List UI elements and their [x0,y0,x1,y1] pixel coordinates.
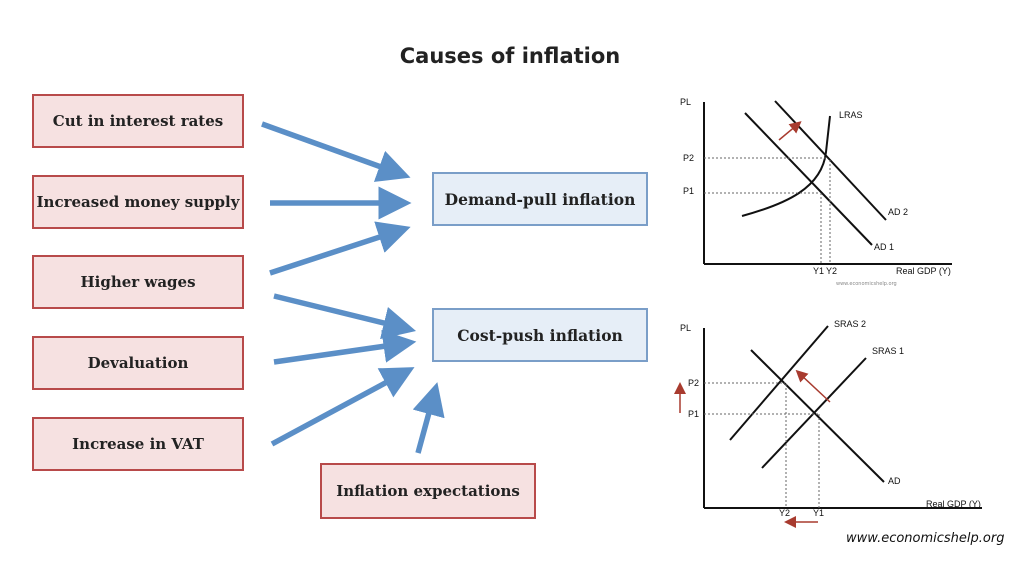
sras2-line [729,325,829,441]
graph2-pl-label: PL [680,323,691,333]
supply-shift-arrow [795,369,831,403]
cause-label: Cut in interest rates [52,112,224,130]
graph2-xaxis-label: Real GDP (Y) [926,499,981,509]
ad1-line [744,112,873,246]
expectations-box: Inflation expectations [320,463,536,519]
cause-label: Increase in VAT [72,435,204,453]
graph2-p1-label: P1 [688,409,699,419]
graph2-ad-label: AD [888,476,901,486]
graph2-sras1-label: SRAS 1 [872,346,904,356]
cause-label: Higher wages [80,273,196,291]
ad-line [750,349,885,483]
cost-push-graph: PL P2 P1 SRAS 2 SRAS 1 AD Y2 Y1 Real GDP… [674,319,982,528]
arrow-devaluation-to-costpush [273,329,417,365]
arrow-wages-to-costpush [273,293,417,340]
graph1-lras-label: LRAS [839,110,863,120]
arrow-wages-to-demand [269,221,411,276]
graph1-p1-label: P1 [683,186,694,196]
graph2-y2-label: Y2 [779,508,790,518]
cause-label: Devaluation [87,354,189,372]
graph2-sras2-label: SRAS 2 [834,319,866,329]
cause-box-vat: Increase in VAT [32,417,244,471]
graph1-p2-label: P2 [683,153,694,163]
arrow-vat-to-costpush [270,367,415,447]
demand-shift-arrow [778,121,802,141]
arrow-expectations-to-costpush [412,382,445,454]
graph2-p2-label: P2 [688,378,699,388]
graph1-xaxis-label: Real GDP (Y) [896,266,951,276]
graph2-y1-label: Y1 [813,508,824,518]
cause-box-interest-rates: Cut in interest rates [32,94,244,148]
cause-box-higher-wages: Higher wages [32,255,244,309]
effect-box-demand-pull: Demand-pull inflation [432,172,648,226]
cause-box-money-supply: Increased money supply [32,175,244,229]
graph1-pl-label: PL [680,97,691,107]
graph1-y2-label: Y2 [826,266,837,276]
graph1-y1-label: Y1 [813,266,824,276]
sras1-line [761,357,867,469]
graph1-ad1-label: AD 1 [874,242,894,252]
expectations-label: Inflation expectations [336,482,520,500]
cause-box-devaluation: Devaluation [32,336,244,390]
graph1-ad2-label: AD 2 [888,207,908,217]
cause-label: Increased money supply [36,193,240,211]
source-credit: www.economicshelp.org [846,531,1005,546]
lras-curve [741,115,831,217]
effect-box-cost-push: Cost-push inflation [432,308,648,362]
graph1-watermark: www.economicshelp.org [836,281,897,287]
arrow-interest-to-demand [261,121,411,182]
diagram-title: Causes of inflation [399,44,621,68]
effect-label: Demand-pull inflation [444,189,636,209]
demand-pull-graph: PL P2 P1 LRAS AD 2 AD 1 Y1 Y2 Real GDP (… [680,97,952,287]
effect-label: Cost-push inflation [457,325,623,345]
